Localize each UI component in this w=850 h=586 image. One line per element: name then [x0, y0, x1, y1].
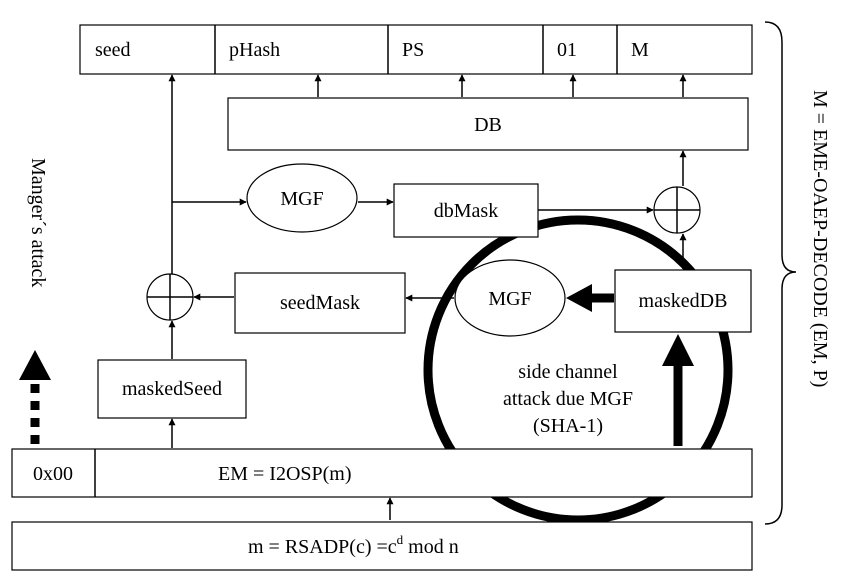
rsadp-exponent: d [397, 532, 404, 547]
side-channel-arrows [566, 284, 694, 446]
right-brace [764, 21, 797, 525]
flow-arrows [168, 74, 687, 520]
rsadp-label: m = RSADP(c) =cd mod n [248, 532, 459, 558]
message-label: M [631, 39, 649, 61]
seedmask-label: seedMask [280, 292, 360, 314]
em-label: EM = I2OSP(m) [218, 463, 352, 485]
em-row [11, 448, 753, 498]
db-label: DB [474, 114, 502, 136]
top-row-frame [79, 24, 753, 75]
side-channel-circle [423, 215, 733, 525]
xor-right-icon [653, 186, 701, 234]
rsadp-prefix: m = RSADP(c) =c [248, 536, 397, 558]
mgf-top-label: MGF [280, 188, 323, 210]
maskeddb-box [614, 269, 752, 333]
db-box [227, 97, 749, 151]
phash-label: pHash [229, 39, 280, 61]
zero-byte-label: 0x00 [33, 463, 73, 485]
dbmask-label: dbMask [434, 200, 498, 222]
seed-label: seed [95, 39, 131, 61]
top-row: seed pHash PS 01 M [79, 24, 753, 75]
mgf-mid-ellipse [454, 259, 566, 337]
rsadp-suffix: mod n [403, 536, 459, 558]
maskedseed-box [97, 359, 247, 419]
side-channel-line-2: attack due MGF [503, 388, 633, 410]
manger-attack-label: Manger´s attack [27, 158, 49, 287]
rsadp-box [11, 521, 753, 571]
one-byte-label: 01 [557, 39, 577, 61]
side-channel-line-3: (SHA-1) [533, 415, 603, 437]
xor-left-icon [146, 273, 194, 321]
mgf-mid-label: MGF [488, 288, 531, 310]
seedmask-box [234, 272, 406, 334]
maskeddb-label: maskedDB [639, 290, 728, 312]
ps-label: PS [402, 39, 424, 61]
manger-attack-arrow [19, 350, 51, 444]
dbmask-box [393, 183, 539, 238]
side-channel-line-1: side channel [518, 361, 618, 383]
decode-label: M = EME-OAEP-DECODE (EM, P) [809, 90, 831, 387]
maskedseed-label: maskedSeed [122, 378, 222, 400]
mgf-top-ellipse [246, 163, 358, 233]
